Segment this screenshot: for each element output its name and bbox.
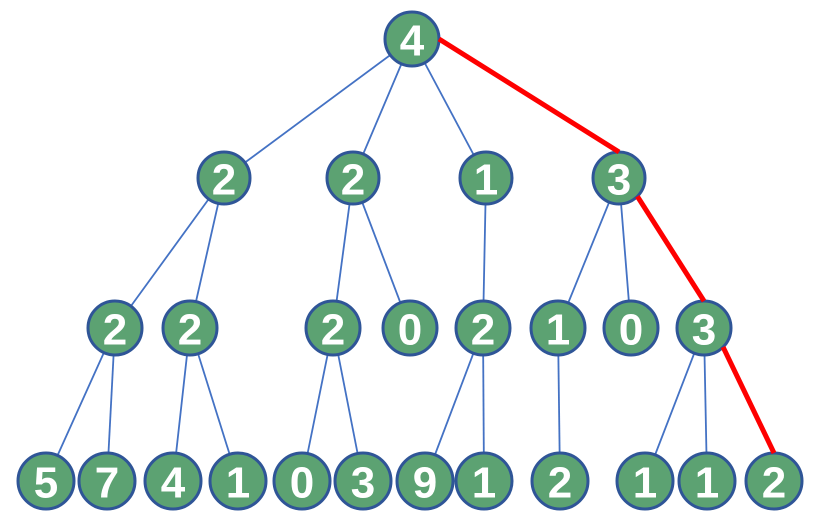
node-label-L2-8: 3 — [692, 305, 716, 354]
node-label-L3-10: 1 — [633, 458, 657, 507]
node-label-L3-6: 3 — [351, 458, 375, 507]
highlight-edge-root-L1-4 — [437, 36, 621, 155]
node-L3-5 — [272, 451, 332, 511]
node-L3-3 — [143, 451, 203, 511]
node-label-L1-3: 1 — [474, 155, 498, 204]
node-label-L2-4: 0 — [398, 305, 422, 354]
node-label-L1-4: 3 — [607, 155, 631, 204]
highlight-edges-layer — [437, 36, 777, 455]
node-label-L2-7: 0 — [619, 305, 643, 354]
node-L2-5 — [454, 299, 512, 357]
edge-L1-1-L2-1 — [114, 177, 225, 329]
node-L3-7 — [395, 451, 455, 511]
node-L3-10 — [615, 451, 675, 511]
node-L2-3 — [304, 299, 362, 357]
node-L3-11 — [677, 451, 737, 511]
node-L3-2 — [77, 451, 137, 511]
edges-layer — [45, 38, 708, 482]
node-label-L1-2: 2 — [341, 155, 365, 204]
highlight-edge-L1-4-L2-8 — [635, 195, 707, 303]
node-label-L2-3: 2 — [321, 305, 345, 354]
node-L2-6 — [529, 299, 587, 357]
highlight-edge-L2-8-L3-12 — [720, 346, 777, 455]
node-L3-4 — [208, 451, 268, 511]
node-label-L3-8: 1 — [472, 458, 496, 507]
node-label-root: 4 — [400, 16, 425, 65]
node-L2-2 — [161, 299, 219, 357]
node-L3-6 — [333, 451, 393, 511]
nodes-layer — [16, 10, 804, 511]
node-label-L3-9: 2 — [548, 458, 572, 507]
node-L1-1 — [196, 150, 252, 206]
node-L2-7 — [602, 299, 660, 357]
node-label-L2-6: 1 — [546, 305, 570, 354]
node-L1-2 — [325, 150, 381, 206]
node-label-L3-2: 7 — [95, 458, 119, 507]
node-L3-8 — [454, 451, 514, 511]
node-label-L2-2: 2 — [178, 305, 202, 354]
node-label-L3-11: 1 — [695, 458, 719, 507]
node-label-L3-4: 1 — [226, 458, 250, 507]
node-label-L3-1: 5 — [34, 458, 58, 507]
node-label-L1-1: 2 — [212, 155, 236, 204]
node-label-L3-7: 9 — [413, 458, 437, 507]
node-label-L3-12: 2 — [762, 458, 786, 507]
node-L3-1 — [16, 451, 76, 511]
node-label-L3-5: 0 — [290, 458, 314, 507]
node-L1-3 — [458, 150, 514, 206]
node-L2-1 — [86, 299, 144, 357]
node-L3-9 — [530, 451, 590, 511]
node-label-L2-5: 2 — [471, 305, 495, 354]
node-label-L3-3: 4 — [161, 458, 186, 507]
node-label-L2-1: 2 — [103, 305, 127, 354]
node-L2-4 — [381, 299, 439, 357]
edge-root-L1-1 — [223, 38, 413, 179]
